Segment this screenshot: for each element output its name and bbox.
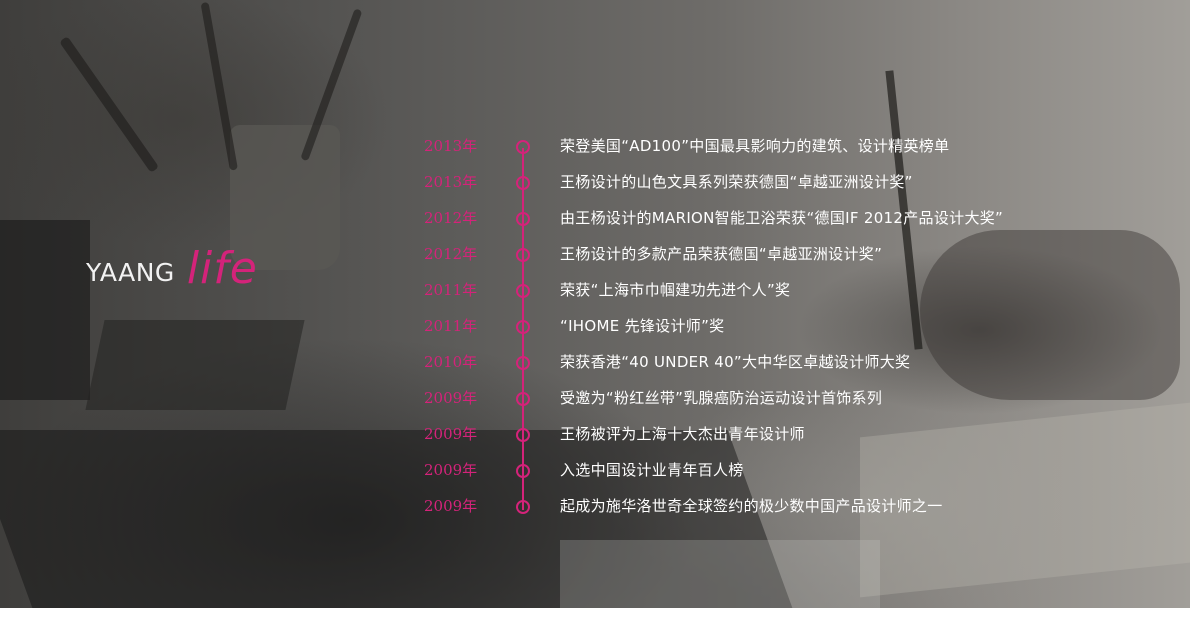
timeline-year: 2010年 (424, 353, 478, 371)
timeline-text: 王杨设计的山色文具系列荣获德国“卓越亚洲设计奖” (560, 173, 913, 191)
timeline-item: 2009年 起成为施华洛世奇全球签约的极少数中国产品设计师之一 (0, 494, 1190, 518)
timeline-node-icon (516, 284, 530, 298)
timeline-year: 2009年 (424, 425, 478, 443)
timeline-node-icon (516, 356, 530, 370)
timeline-year: 2013年 (424, 173, 478, 191)
timeline-node-icon (516, 248, 530, 262)
timeline-year: 2011年 (424, 317, 478, 335)
timeline-text: 起成为施华洛世奇全球签约的极少数中国产品设计师之一 (560, 497, 943, 515)
timeline-node-icon (516, 464, 530, 478)
timeline-item: 2012年 王杨设计的多款产品荣获德国“卓越亚洲设计奖” (0, 242, 1190, 266)
timeline-node-icon (516, 392, 530, 406)
brand-logo: YAANG life (86, 243, 258, 294)
timeline-text: 王杨被评为上海十大杰出青年设计师 (560, 425, 805, 443)
timeline-item: 2011年 荣获“上海市巾帼建功先进个人”奖 (0, 278, 1190, 302)
background-light-patch (560, 540, 880, 608)
background-brush-cup (230, 125, 340, 270)
timeline-item: 2012年 由王杨设计的MARION智能卫浴荣获“德国IF 2012产品设计大奖” (0, 206, 1190, 230)
timeline-text: 由王杨设计的MARION智能卫浴荣获“德国IF 2012产品设计大奖” (560, 209, 1004, 227)
timeline-node-icon (516, 428, 530, 442)
timeline-year: 2009年 (424, 461, 478, 479)
timeline-year: 2012年 (424, 209, 478, 227)
timeline-year: 2013年 (424, 137, 478, 155)
timeline-item: 2009年 受邀为“粉红丝带”乳腺癌防治运动设计首饰系列 (0, 386, 1190, 410)
timeline-node-icon (516, 212, 530, 226)
timeline-year: 2011年 (424, 281, 478, 299)
timeline-text: 荣获香港“40 UNDER 40”大中华区卓越设计师大奖 (560, 353, 911, 371)
timeline-item: 2009年 入选中国设计业青年百人榜 (0, 458, 1190, 482)
logo-wordmark: YAANG (86, 258, 175, 287)
timeline-text: 入选中国设计业青年百人榜 (560, 461, 744, 479)
timeline-text: 王杨设计的多款产品荣获德国“卓越亚洲设计奖” (560, 245, 883, 263)
timeline-item: 2013年 王杨设计的山色文具系列荣获德国“卓越亚洲设计奖” (0, 170, 1190, 194)
timeline-item: 2009年 王杨被评为上海十大杰出青年设计师 (0, 422, 1190, 446)
hero-background (0, 0, 1190, 608)
logo-script: life (186, 243, 258, 294)
timeline-item: 2011年 “IHOME 先锋设计师”奖 (0, 314, 1190, 338)
timeline-year: 2012年 (424, 245, 478, 263)
timeline-node-icon (516, 140, 530, 154)
timeline-text: 受邀为“粉红丝带”乳腺癌防治运动设计首饰系列 (560, 389, 883, 407)
timeline-year: 2009年 (424, 389, 478, 407)
bottom-strip (0, 608, 1190, 622)
timeline-item: 2013年 荣登美国“AD100”中国最具影响力的建筑、设计精英榜单 (0, 134, 1190, 158)
timeline-year: 2009年 (424, 497, 478, 515)
timeline-node-icon (516, 176, 530, 190)
background-hand (920, 230, 1180, 400)
timeline-node-icon (516, 500, 530, 514)
timeline-node-icon (516, 320, 530, 334)
background-dark-block (0, 220, 90, 400)
timeline-item: 2010年 荣获香港“40 UNDER 40”大中华区卓越设计师大奖 (0, 350, 1190, 374)
timeline-text: 荣获“上海市巾帼建功先进个人”奖 (560, 281, 791, 299)
timeline-text: 荣登美国“AD100”中国最具影响力的建筑、设计精英榜单 (560, 137, 950, 155)
timeline-text: “IHOME 先锋设计师”奖 (560, 317, 725, 335)
